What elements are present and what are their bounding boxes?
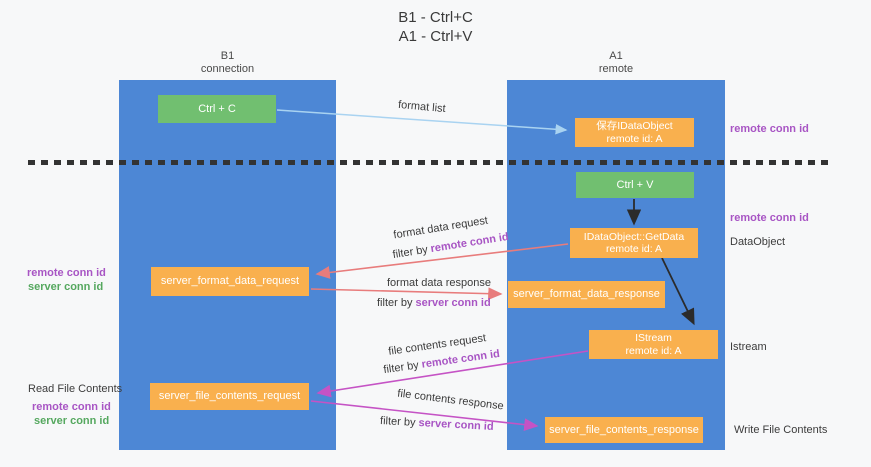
server-file-contents-request-label: server_file_contents_request xyxy=(158,390,301,402)
idataobject-getdata-line2: remote id: A xyxy=(605,243,663,255)
server-conn-id-text: server conn id xyxy=(415,297,491,309)
format-data-response-label: format data response xyxy=(387,277,491,289)
read-file-contents-label: Read File Contents xyxy=(28,383,123,395)
left-server-conn-id-label-1: server conn id xyxy=(28,281,104,293)
server-format-data-response-label: server_format_data_response xyxy=(513,288,660,300)
server-file-contents-response-box: server_file_contents_response xyxy=(545,417,703,443)
format-data-response-arrow xyxy=(310,287,503,301)
server-format-data-request-label: server_format_data_request xyxy=(160,275,300,287)
istream-line2: remote id: A xyxy=(625,344,682,357)
file-contents-response-label: file contents response xyxy=(396,387,505,413)
clipboard-boundary-divider xyxy=(28,160,833,165)
column-header-b1-role: connection xyxy=(200,63,255,75)
ctrl-c-box: Ctrl + C xyxy=(158,95,276,123)
left-remote-conn-id-label-2: remote conn id xyxy=(32,401,111,413)
column-header-b1: B1 connection xyxy=(119,50,336,76)
server-file-contents-request-box: server_file_contents_request xyxy=(150,383,309,410)
istream-side-label: Istream xyxy=(730,341,767,353)
ctrl-v-box: Ctrl + V xyxy=(576,172,694,198)
right-remote-conn-id-label-1: remote conn id xyxy=(730,123,809,135)
idataobject-getdata-line1: IDataObject::GetData xyxy=(583,230,685,243)
idataobject-getdata-box: IDataObject::GetData remote id: A xyxy=(570,228,698,258)
diagram-title-line2: A1 - Ctrl+V xyxy=(398,28,473,45)
column-header-b1-name: B1 xyxy=(220,50,235,62)
left-remote-conn-id-label-1: remote conn id xyxy=(27,267,106,279)
filter-by-text: filter by xyxy=(391,243,429,262)
istream-box: IStream remote id: A xyxy=(589,330,718,359)
save-idataobject-line2: remote id: A xyxy=(606,132,663,145)
server-file-contents-response-label: server_file_contents_response xyxy=(549,423,699,436)
istream-line1: IStream xyxy=(635,332,672,344)
remote-conn-id-text: remote conn id xyxy=(429,230,510,256)
format-list-label: format list xyxy=(397,98,447,116)
column-header-a1: A1 remote xyxy=(507,50,725,76)
filter-by-text: filter by xyxy=(382,359,420,377)
column-header-a1-name: A1 xyxy=(609,50,623,62)
column-header-a1-role: remote xyxy=(598,63,634,75)
right-remote-conn-id-label-2: remote conn id xyxy=(730,212,809,224)
left-server-conn-id-label-2: server conn id xyxy=(34,415,110,427)
server-conn-id-text: server conn id xyxy=(418,417,494,433)
ctrl-c-label: Ctrl + C xyxy=(198,102,236,115)
save-idataobject-line1: 保存IDataObject xyxy=(596,120,673,132)
ctrl-v-label: Ctrl + V xyxy=(616,178,654,191)
server-format-data-request-box: server_format_data_request xyxy=(151,267,309,296)
filter-by-text: filter by xyxy=(377,297,413,309)
filter-by-text: filter by xyxy=(379,415,416,429)
diagram-title: B1 - Ctrl+C A1 - Ctrl+V xyxy=(0,8,871,46)
diagram-title-line1: B1 - Ctrl+C xyxy=(398,9,473,26)
save-idataobject-box: 保存IDataObject remote id: A xyxy=(575,118,694,147)
dataobject-label: DataObject xyxy=(730,236,786,248)
write-file-contents-label: Write File Contents xyxy=(734,424,828,436)
server-format-data-response-box: server_format_data_response xyxy=(508,281,665,308)
